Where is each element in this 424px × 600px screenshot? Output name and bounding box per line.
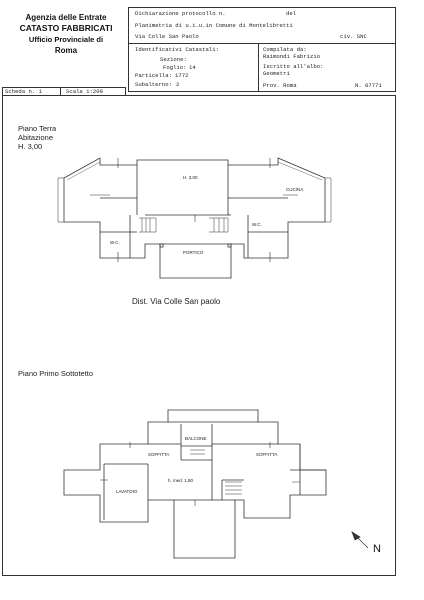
upper-outer-wall	[63, 409, 327, 559]
dichiarazione-label: Dichiarazione protocollo n.	[135, 10, 226, 17]
scala-label: Scala 1:200	[66, 88, 103, 95]
room-balcone: BALCONE	[185, 436, 207, 441]
room-soffitta-right: SOFFITTA	[256, 452, 278, 457]
upper-floor-title: Piano Primo Sottotetto	[18, 369, 94, 378]
room-lavatoio: LAVATOIO	[116, 489, 138, 494]
room-hmed: h. med. 1,80	[168, 478, 194, 483]
foglio-label: Foglio:	[163, 64, 187, 71]
room-main-height: H. 3,00	[183, 175, 198, 180]
ground-floor-height: H. 3,00	[18, 142, 43, 151]
room-portico: PORTICO	[183, 250, 204, 255]
room-soffitta-left: SOFFITTA	[148, 452, 170, 457]
ident-title: Identificativi Catastali:	[135, 46, 219, 53]
numero-value: N. 07771	[355, 82, 382, 89]
ground-outer-wall	[63, 157, 326, 279]
particella-label: Particella:	[135, 72, 172, 79]
foglio-value: 14	[189, 64, 196, 71]
albo-value: Geometri	[263, 70, 290, 77]
ufficio-label: Ufficio Provinciale di	[28, 35, 104, 44]
room-wc-left: W.C.	[110, 240, 120, 245]
catasto-title: CATASTO FABBRICATI	[19, 23, 113, 33]
particella-value: 1772	[175, 72, 189, 79]
del-label: del	[286, 10, 297, 17]
ground-floor-use: Abitazione	[18, 133, 54, 142]
via-label: Via Colle San Paolo	[135, 33, 199, 40]
distance-label: Dist. Via Colle San paolo	[132, 297, 221, 306]
header-frame	[128, 7, 396, 92]
civ-label: civ. SNC	[340, 33, 367, 40]
compilatore-name: Raimondi Fabrizio	[263, 53, 321, 60]
planimetria-label: Planimetria di u.i.u.in Comune di Montel…	[135, 22, 293, 29]
room-cucina: CUCINA	[286, 187, 304, 192]
compilata-label: Compilata da:	[263, 46, 307, 53]
agency-name: Agenzia delle Entrate	[25, 13, 107, 22]
room-wc-right: W.C.	[252, 222, 262, 227]
north-label: N	[373, 543, 381, 555]
drawing-frame	[2, 95, 396, 576]
province-name: Roma	[54, 46, 78, 55]
sezione-label: Sezione:	[160, 56, 187, 63]
prov-label: Prov. Roma	[263, 82, 297, 89]
subalterno-label: Subalterno:	[135, 81, 172, 88]
ground-floor-title: Piano Terra	[18, 124, 57, 133]
scheda-label: Scheda n. 1	[5, 88, 42, 95]
north-arrow-icon	[351, 531, 369, 549]
subalterno-value: 2	[176, 81, 180, 88]
iscritto-label: Iscritto all'albo:	[263, 63, 324, 70]
agency-block: Agenzia delle Entrate CATASTO FABBRICATI…	[10, 12, 122, 56]
